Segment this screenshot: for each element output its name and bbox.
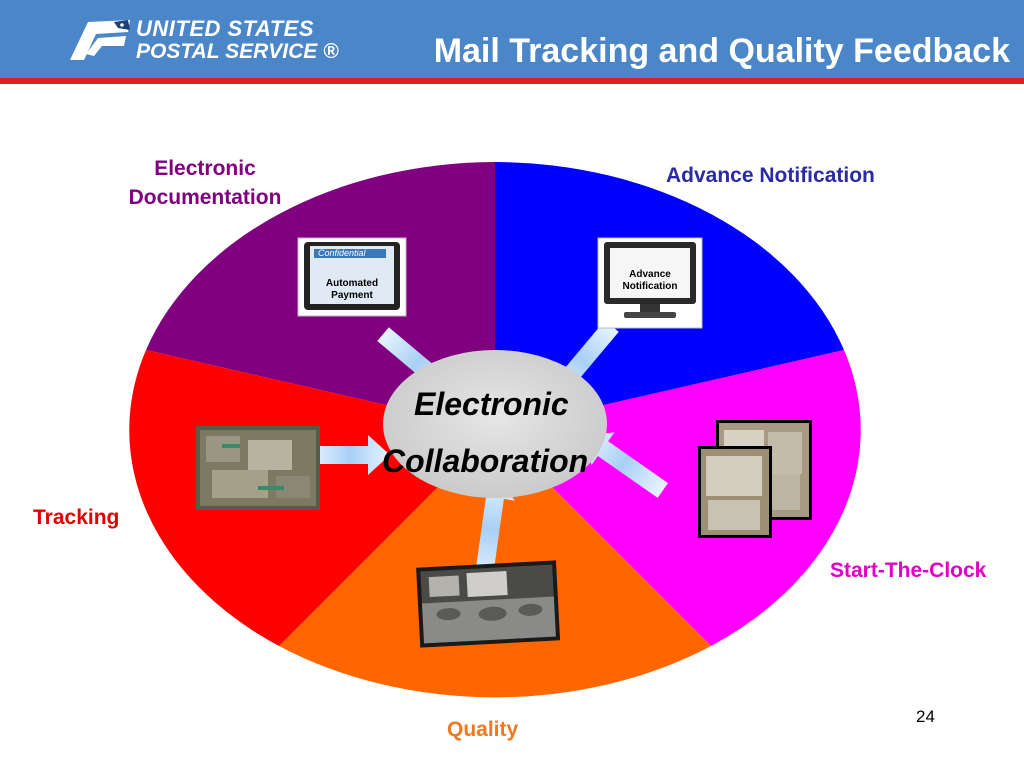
page-number: 24	[916, 707, 935, 726]
tracking-photo	[196, 426, 320, 510]
header-red-rule	[0, 78, 1024, 84]
label-tracking: Tracking	[33, 506, 120, 529]
automated-payment-line1: Automated	[325, 278, 379, 289]
advance-notification-screen-line1: Advance	[629, 269, 671, 280]
arrow-from-tracking	[310, 435, 390, 475]
automated-payment-monitor	[297, 237, 407, 317]
center-ellipse	[383, 350, 607, 498]
slide-title: Mail Tracking and Quality Feedback	[433, 32, 1010, 70]
arrow-from-quality	[474, 476, 515, 585]
automated-payment-line2: Payment	[331, 290, 373, 301]
label-advance-notification: Advance Notification	[666, 164, 875, 187]
logo-text-line1: UNITED STATES	[136, 16, 315, 41]
label-quality: Quality	[447, 718, 519, 741]
advance-notification-monitor	[597, 237, 703, 329]
confidential-screen-header: Confidential	[318, 248, 366, 258]
start-the-clock-photos	[698, 420, 812, 538]
header-bar	[0, 0, 1024, 88]
label-electronic-documentation-line2: Documentation	[128, 186, 282, 209]
label-electronic-documentation: Electronic Documentation	[112, 154, 298, 212]
header-white-rule	[0, 84, 1024, 88]
advance-notification-screen-text: Advance Notification	[610, 269, 690, 293]
center-text-line1: Electronic	[414, 386, 569, 422]
label-electronic-documentation-line1: Electronic	[154, 157, 256, 180]
quality-photo	[416, 560, 561, 648]
logo-text-line2: POSTAL SERVICE ®	[136, 40, 339, 63]
label-start-the-clock: Start-The-Clock	[830, 559, 987, 582]
center-text-line2: Collaboration	[382, 443, 589, 479]
arrow-from-start-the-clock	[585, 432, 668, 498]
eagle-icon	[70, 20, 130, 60]
usps-logo: UNITED STATES POSTAL SERVICE ®	[70, 14, 340, 72]
automated-payment-text: Automated Payment	[310, 278, 394, 302]
advance-notification-screen-line2: Notification	[622, 281, 678, 292]
